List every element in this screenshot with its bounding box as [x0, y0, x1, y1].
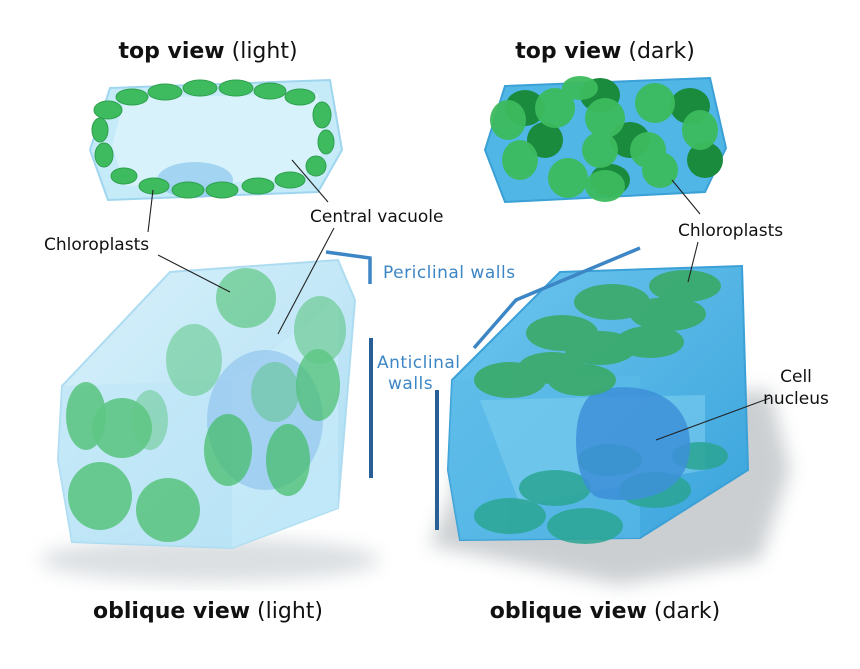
top-view-dark-cell — [483, 76, 728, 204]
title-top-dark: top view (dark) — [515, 39, 695, 64]
title-oblique-dark: oblique view (dark) — [490, 599, 720, 624]
title-top-light: top view (light) — [118, 39, 297, 64]
oblique-view-dark-cell — [430, 264, 790, 585]
label-cell-line2: nucleus — [763, 389, 829, 409]
label-chloroplasts-left: Chloroplasts — [44, 235, 149, 255]
label-anticlinal-line1: Anticlinal — [377, 353, 461, 373]
label-anticlinal-line2: walls — [388, 374, 433, 394]
label-cell-line1: Cell — [780, 367, 812, 387]
label-periclinal-walls: Periclinal walls — [383, 263, 516, 283]
leader-lines — [147, 159, 771, 441]
anticlinal-wall-lines — [369, 338, 439, 530]
label-chloroplasts-right: Chloroplasts — [678, 221, 783, 241]
periclinal-wall-lines — [325, 246, 641, 350]
title-oblique-light: oblique view (light) — [93, 599, 323, 624]
top-view-light-cell — [88, 78, 344, 202]
oblique-view-light-cell — [40, 258, 380, 582]
label-central-vacuole: Central vacuole — [310, 207, 444, 227]
nucleus-shape — [576, 387, 690, 500]
